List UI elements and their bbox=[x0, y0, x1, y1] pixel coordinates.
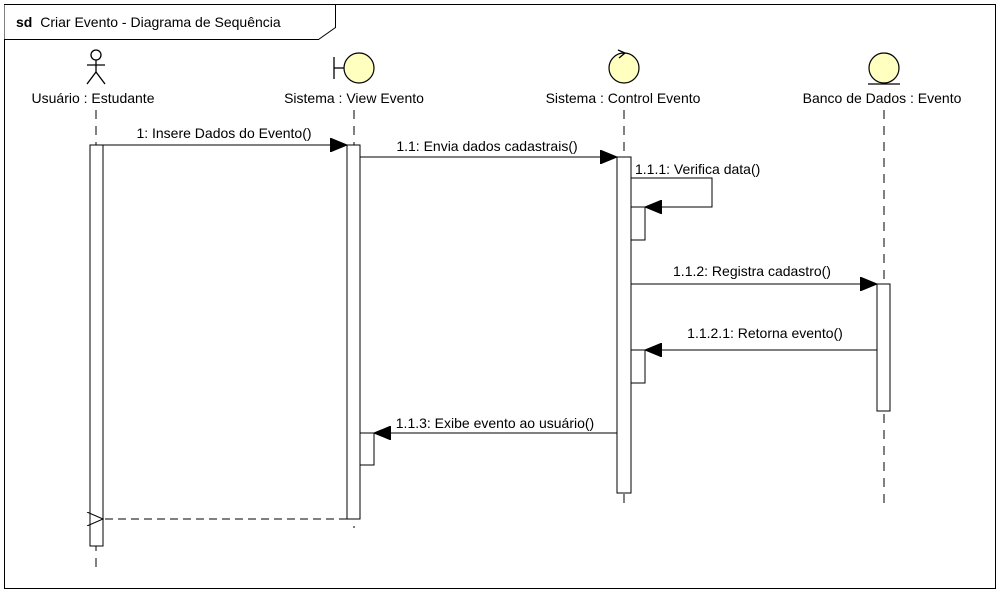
activation-bar bbox=[346, 144, 361, 520]
message-label: 1.1.1: Verifica data() bbox=[635, 161, 760, 177]
activation-bar-nested bbox=[630, 206, 646, 241]
frame-keyword: sd bbox=[16, 14, 32, 30]
message-1: 1: Insere Dados do Evento() bbox=[103, 125, 347, 145]
lifeline-label: Sistema : Control Evento bbox=[546, 90, 701, 106]
message-label: 1.1: Envia dados cadastrais() bbox=[396, 138, 577, 154]
message-label: 1.1.2: Registra cadastro() bbox=[673, 263, 831, 279]
activation-bar bbox=[616, 156, 632, 494]
actor-icon bbox=[86, 49, 106, 85]
message-1-1-1: 1.1.1: Verifica data() bbox=[631, 161, 760, 207]
message-1-1-3: 1.1.3: Exibe evento ao usuário() bbox=[374, 415, 617, 433]
frame-title-tab bbox=[4, 4, 336, 40]
message-1-1: 1.1: Envia dados cadastrais() bbox=[360, 138, 617, 157]
message-1-1-2: 1.1.2: Registra cadastro() bbox=[631, 263, 877, 284]
message-label: 1.1.3: Exibe evento ao usuário() bbox=[396, 415, 594, 431]
frame-title-text: Criar Evento - Diagrama de Sequência bbox=[40, 14, 281, 30]
activation-bar bbox=[89, 144, 104, 547]
message-label: 1: Insere Dados do Evento() bbox=[136, 125, 311, 141]
control-icon bbox=[608, 49, 640, 84]
activation-bar-nested bbox=[359, 432, 375, 466]
boundary-icon bbox=[333, 52, 375, 84]
entity-icon bbox=[868, 52, 900, 85]
activation-bar bbox=[876, 283, 891, 412]
lifeline-label: Banco de Dados : Evento bbox=[803, 90, 962, 106]
lifeline-banco-de-dados: Banco de Dados : Evento bbox=[803, 52, 962, 508]
diagram-frame bbox=[4, 4, 996, 589]
lifeline-view-evento: Sistema : View Evento bbox=[284, 52, 424, 528]
lifeline-control-evento: Sistema : Control Evento bbox=[546, 49, 701, 508]
lifeline-label: Usuário : Estudante bbox=[32, 90, 155, 106]
message-label: 1.1.2.1: Retorna evento() bbox=[687, 325, 843, 341]
frame-title: sd Criar Evento - Diagrama de Sequência bbox=[16, 14, 281, 30]
lifeline-label: Sistema : View Evento bbox=[284, 90, 424, 106]
activation-bar-nested bbox=[630, 349, 646, 384]
message-1-1-2-1: 1.1.2.1: Retorna evento() bbox=[645, 325, 877, 350]
lifeline-usuario: Usuário : Estudante bbox=[32, 49, 155, 568]
